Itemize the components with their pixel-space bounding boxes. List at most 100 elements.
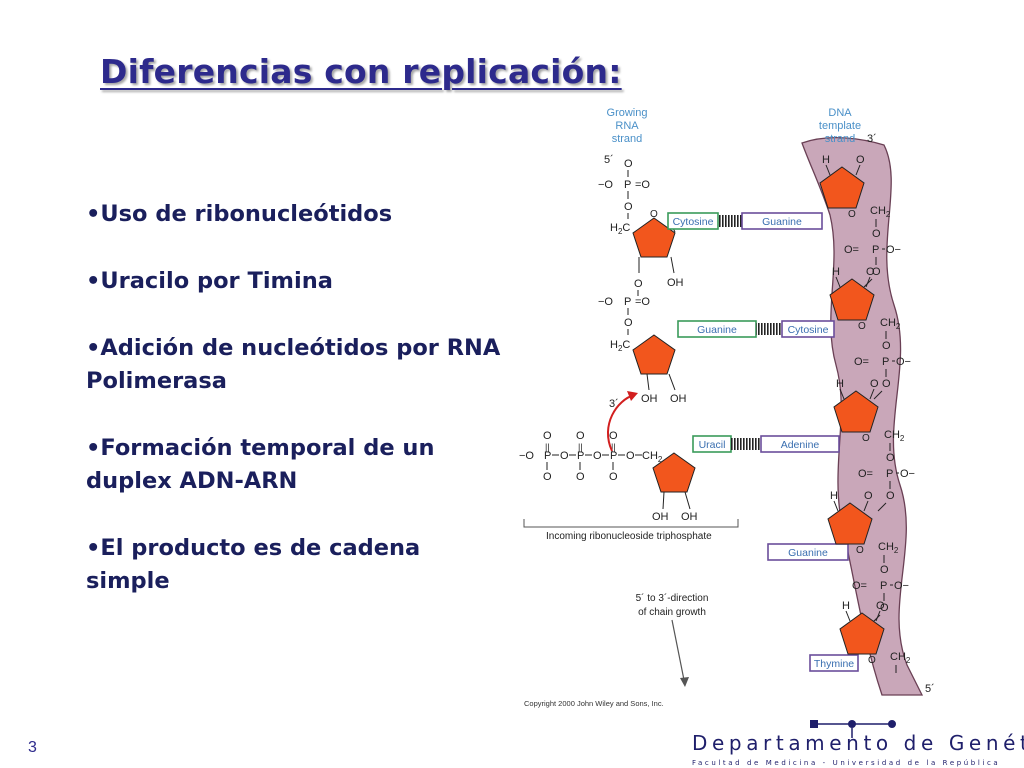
dna-phosphate-p: P [872, 244, 879, 256]
bond-line [873, 390, 883, 400]
svg-text:O: O [576, 430, 585, 442]
incoming-oh-b: OH [681, 511, 698, 523]
dna-phosphate-o-link: O [886, 452, 895, 464]
dna-ch2: CH2 [884, 429, 905, 443]
subscript: 2 [906, 656, 911, 665]
faculty-name: Facultad de Medicina - Universidad de la… [692, 759, 1001, 767]
direction-label-2: of chain growth [638, 607, 706, 618]
dna-template-label-1: DNA [828, 107, 852, 119]
svg-text:P: P [624, 179, 631, 191]
svg-text:=O: =O [635, 296, 650, 308]
svg-text:=O: =O [635, 179, 650, 191]
rna-sugar-2-oh-b: OH [670, 393, 687, 405]
dna-phosphate-o-lower: O [880, 602, 889, 614]
transcription-diagram: Growing RNA strand DNA template strand 3… [519, 107, 935, 708]
direction-label-1: 5´ to 3´-direction [636, 592, 709, 604]
dna-phosphate-o-eq: O= [854, 356, 869, 368]
bond-line [869, 388, 875, 400]
rna-phosphate-1: O −O P =O O [598, 158, 650, 219]
dna-phosphate-o-lower: O [882, 378, 891, 390]
dna-base-adenine [760, 435, 840, 453]
dna-phosphate-o-link: O [882, 340, 891, 352]
subscript: 2 [886, 210, 891, 219]
svg-text:O: O [543, 471, 552, 483]
bond-line [877, 502, 887, 512]
bond-line [855, 164, 861, 176]
dna-template-label-3: strand [825, 133, 856, 145]
dna-sugar-h: H [832, 266, 840, 278]
rna-base-uracil-label: Uracil [699, 439, 726, 451]
svg-text:P: P [624, 296, 631, 308]
svg-text:O: O [560, 450, 569, 462]
dna-base-thymine [809, 654, 859, 672]
bond-line [875, 610, 881, 622]
dna-sugar-2 [829, 278, 875, 321]
growing-rna-label-1: Growing [607, 107, 648, 119]
incoming-label: Incoming ribonucleoside triphosphate [546, 531, 712, 542]
rna-h2c-1: H2C [610, 222, 630, 236]
dna-phosphate-o-eq: O= [858, 468, 873, 480]
svg-text:O: O [624, 201, 633, 213]
subscript: 2 [894, 546, 899, 555]
svg-text:O: O [609, 471, 618, 483]
rna-phosphate-2: O −O P =O O [598, 278, 650, 335]
department-logo-lines [810, 720, 896, 738]
dna-phosphate-o-link: O [872, 228, 881, 240]
svg-text:P: P [544, 450, 551, 462]
incoming-ch2: CH2 [642, 450, 663, 464]
dna-base-guanine-1 [741, 212, 823, 230]
svg-text:O: O [543, 430, 552, 442]
dna-phosphate-p: P [882, 356, 889, 368]
dna-sugar-o: O [864, 490, 873, 502]
dna-phosphate-o-minus: O− [886, 244, 901, 256]
dna-phosphate-o-link: O [880, 564, 889, 576]
nucleophilic-attack-arrow [606, 394, 635, 452]
dna-ring-o: O [868, 655, 876, 666]
rna-sugar-1 [632, 217, 676, 258]
svg-text:P: P [577, 450, 584, 462]
svg-text:||: || [545, 442, 550, 452]
rna-sugar-1-o: O [650, 209, 658, 220]
dna-base-adenine-label: Adenine [781, 439, 820, 451]
rna-base-guanine-label: Guanine [697, 324, 737, 336]
svg-text:−O: −O [598, 179, 613, 191]
dna-phosphate-o-minus: O− [896, 356, 911, 368]
bullet-duplex: •Formación temporal de un duplex ADN-ARN [86, 435, 435, 494]
dna-sugar-o: O [856, 154, 865, 166]
incoming-bracket [523, 519, 739, 528]
svg-text:O: O [609, 430, 618, 442]
rna-sugar-1-oh: OH [667, 277, 684, 289]
bond-line [839, 388, 845, 400]
svg-text:O: O [593, 450, 602, 462]
dna-base-cytosine-label: Cytosine [788, 324, 829, 336]
dna-sugar-h: H [822, 154, 830, 166]
svg-text:P: P [610, 450, 617, 462]
svg-text:O: O [576, 471, 585, 483]
dna-template-label-2: template [819, 120, 861, 132]
dna-sugar-o: O [866, 266, 875, 278]
dna-ch2: CH2 [890, 651, 911, 665]
bond-line [863, 500, 869, 512]
bullet-rna-polymerase: •Adición de nucleótidos por RNA Polimera… [86, 335, 501, 394]
copyright: Copyright 2000 John Wiley and Sons, Inc. [524, 699, 664, 708]
slide-number: 3 [28, 739, 37, 756]
bullet-ribonucleotides: •Uso de ribonucleótidos [86, 201, 393, 227]
dna-base-thymine-label: Thymine [814, 658, 854, 670]
bullet-single-strand: •El producto es de cadena simple [86, 535, 421, 594]
hbonds-2 [756, 323, 782, 335]
dna-sugar-5 [839, 612, 885, 655]
incoming-oh-a: OH [652, 511, 669, 523]
growing-rna-label-3: strand [612, 133, 643, 145]
dna-base-guanine-2-label: Guanine [788, 547, 828, 559]
dna-ring-o: O [862, 433, 870, 444]
incoming-sugar [652, 452, 696, 493]
bond-line [825, 164, 831, 176]
dna-ch2: CH2 [880, 317, 901, 331]
svg-text:O: O [624, 158, 633, 170]
dna-phosphate-o-eq: O= [844, 244, 859, 256]
bond-line [845, 610, 851, 622]
subscript: 2 [896, 322, 901, 331]
svg-text:−O: −O [519, 450, 534, 462]
dna-sugar-1 [819, 166, 865, 209]
